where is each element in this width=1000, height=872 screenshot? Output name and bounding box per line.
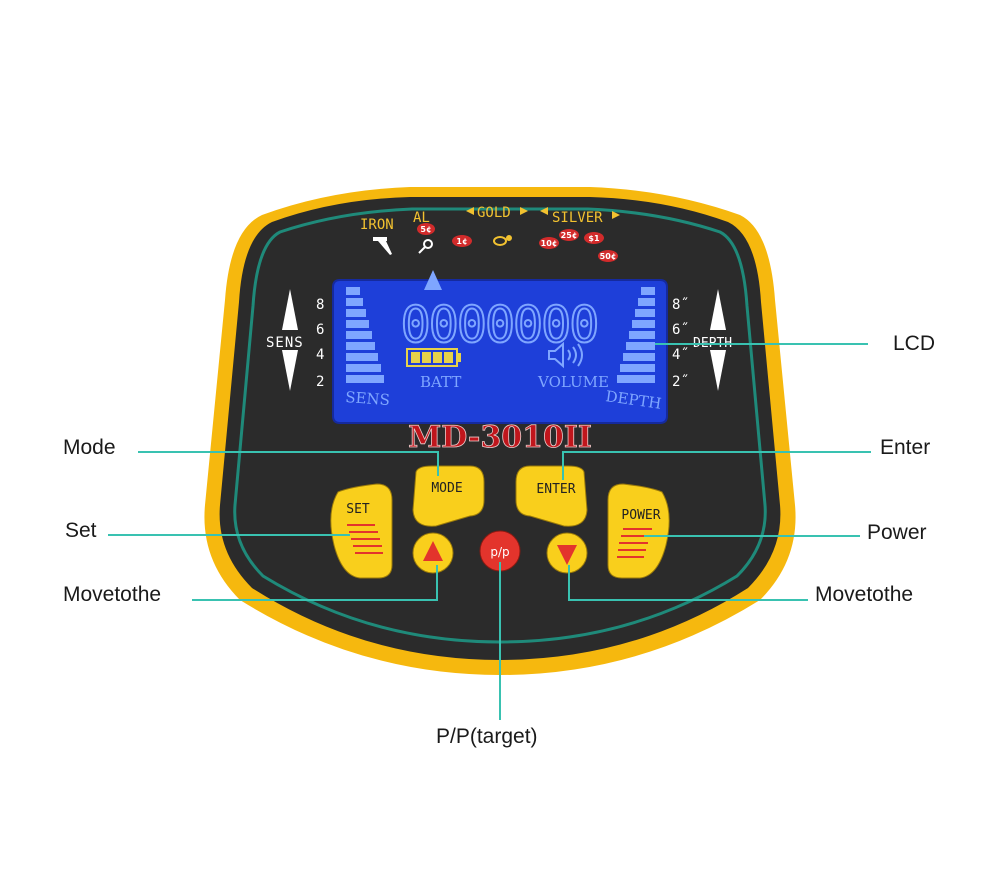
enter-callout: Enter [880, 436, 931, 459]
triangle-arrows-icon [466, 207, 620, 219]
callout-lines [108, 343, 871, 720]
lcd-callout: LCD [893, 332, 936, 355]
move-left-callout-line [192, 565, 438, 601]
down-button[interactable] [546, 532, 588, 574]
down-arrow-icon [557, 545, 577, 565]
lcd-indicator-arrow-icon [424, 270, 442, 290]
sens-tick: 6 [316, 322, 324, 338]
gold-label: GOLD [477, 205, 511, 221]
set-button-label: SET [346, 502, 370, 517]
sens-up-arrow-icon [282, 289, 298, 330]
move-right-callout: Movetothe [815, 583, 914, 606]
set-stripes-icon [347, 524, 383, 554]
set-button[interactable]: SET [330, 483, 393, 579]
silver-label: SILVER [552, 210, 603, 226]
sens-tick: 2 [316, 374, 324, 390]
pp-callout: P/P(target) [436, 725, 538, 748]
battery-icon [406, 348, 461, 367]
mode-button-label: MODE [431, 481, 462, 496]
coin-10-label: 10¢ [541, 239, 558, 248]
key-icon [418, 239, 433, 254]
sens-down-arrow-icon [282, 350, 298, 391]
mode-callout-line [138, 451, 439, 476]
depth-tick: 8˝ [672, 297, 689, 313]
discrimination-scale: IRON AL GOLD SILVER [360, 205, 620, 233]
iron-label: IRON [360, 217, 394, 233]
pp-button-label: p/p [490, 545, 509, 559]
coin-dollar-label: $1 [588, 234, 600, 243]
lcd-sens-bars [346, 287, 384, 383]
depth-tick: 6˝ [672, 322, 689, 338]
coin-1-label: 1¢ [456, 237, 467, 246]
coin-50-label: 50¢ [600, 252, 617, 261]
ring-icon [493, 235, 512, 246]
model-name: MD-3010II [408, 420, 592, 455]
enter-button-label: ENTER [536, 482, 575, 497]
move-left-callout: Movetothe [63, 583, 162, 606]
mode-button[interactable]: MODE [412, 465, 485, 527]
lcd-depth-bars [617, 287, 655, 383]
nail-icon [373, 237, 392, 255]
depth-tick: 2˝ [672, 374, 689, 390]
lcd-batt-label: BATT [420, 373, 461, 391]
sens-tick: 8 [316, 297, 324, 313]
mode-callout: Mode [63, 436, 116, 459]
depth-down-arrow-icon [710, 350, 726, 391]
enter-button[interactable]: ENTER [515, 465, 588, 527]
lcd-sens-label: SENS [345, 388, 391, 409]
coin-25-label: 25¢ [561, 231, 578, 240]
depth-up-arrow-icon [710, 289, 726, 330]
sens-panel-label: SENS [266, 335, 304, 351]
lcd-screen: 0000000 SENS BATT VOLUME DEPTH [332, 270, 668, 424]
coin-badges: 5¢ 1¢ 10¢ 25¢ $1 50¢ [417, 223, 618, 262]
pp-button[interactable]: p/p [479, 530, 521, 572]
up-button[interactable] [412, 532, 454, 574]
sens-panel: SENS 8 6 4 2 [266, 289, 324, 391]
sens-tick: 4 [316, 347, 324, 363]
lcd-volume-label: VOLUME [537, 373, 609, 391]
depth-tick: 4˝ [672, 347, 689, 363]
lcd-digits: 0000000 [401, 296, 598, 354]
power-callout: Power [867, 521, 927, 544]
move-right-callout-line [568, 565, 808, 601]
device-trim [233, 207, 767, 644]
set-callout: Set [65, 519, 97, 542]
up-arrow-icon [423, 541, 443, 561]
speaker-icon [548, 341, 583, 369]
al-label: AL [413, 210, 430, 226]
power-button[interactable]: POWER [607, 483, 670, 579]
power-button-label: POWER [621, 508, 660, 523]
coin-5-label: 5¢ [420, 225, 431, 234]
enter-callout-line [562, 451, 871, 480]
